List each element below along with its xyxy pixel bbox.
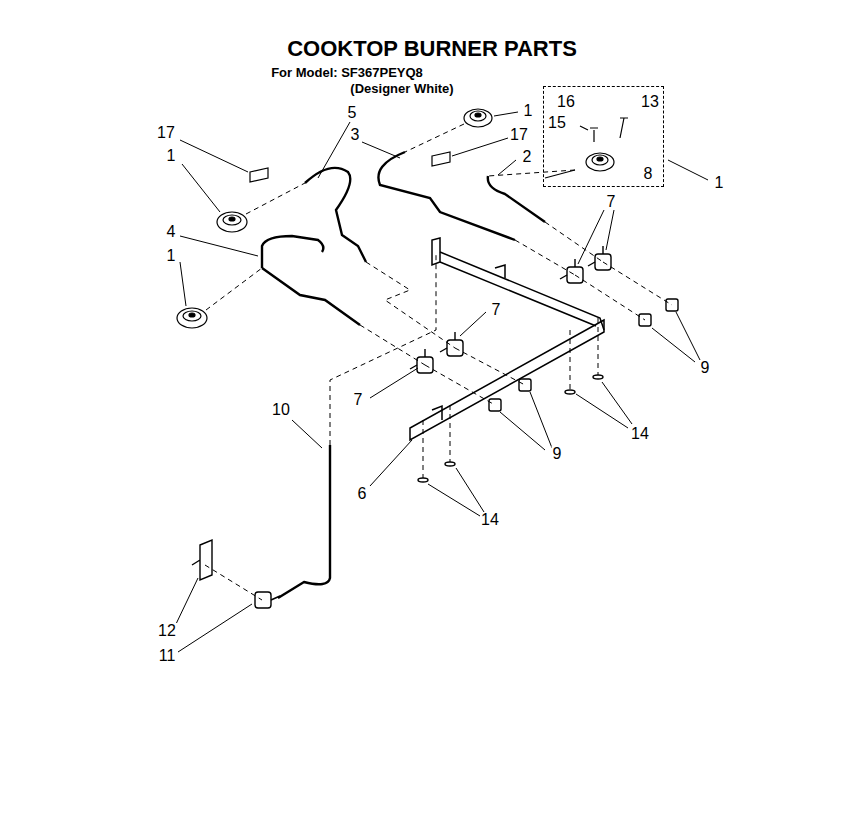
callout-number: 7 — [353, 392, 364, 408]
callout-number: 1 — [166, 148, 177, 164]
screw — [418, 375, 603, 482]
tube — [545, 170, 575, 178]
callout-number: 1 — [166, 248, 177, 264]
assembly-group: 16 13 15 8 — [543, 86, 664, 187]
bracket — [192, 540, 212, 580]
model-text: (Designer White) — [349, 82, 454, 95]
manifold — [410, 238, 604, 440]
callout-number: 1 — [523, 103, 534, 119]
callout-number: 15 — [547, 115, 567, 131]
valve — [255, 246, 611, 608]
callout-number: 6 — [357, 486, 368, 502]
orifice — [489, 299, 678, 411]
callout-number: 14 — [630, 426, 650, 442]
callout-number: 4 — [166, 224, 177, 240]
burner-tube — [262, 152, 545, 598]
callout-number: 16 — [556, 94, 576, 110]
callout-number: 14 — [480, 512, 500, 528]
leader-line — [176, 112, 708, 652]
diagram-title: COOKTOP BURNER PARTS — [286, 38, 578, 60]
callout-number: 7 — [491, 302, 502, 318]
callout-number: 11 — [158, 648, 177, 664]
callout-number: 1 — [714, 175, 725, 191]
hidden-line — [205, 124, 672, 600]
screw — [580, 118, 628, 142]
callout-number: 7 — [606, 194, 617, 210]
bracket — [250, 152, 450, 182]
callout-number: 9 — [700, 360, 711, 376]
callout-number: 10 — [271, 402, 291, 418]
callout-number: 2 — [522, 149, 533, 165]
callout-number: 9 — [552, 446, 563, 462]
callout-number: 17 — [509, 127, 529, 143]
callout-number: 3 — [350, 127, 361, 143]
callout-number: 13 — [640, 94, 660, 110]
model-text: For Model: SF367PEYQ8 — [270, 66, 424, 79]
callout-number: 17 — [156, 125, 176, 141]
callout-number: 5 — [347, 105, 358, 121]
callout-number: 8 — [643, 166, 654, 182]
burner — [177, 109, 614, 328]
callout-number: 12 — [157, 623, 177, 639]
